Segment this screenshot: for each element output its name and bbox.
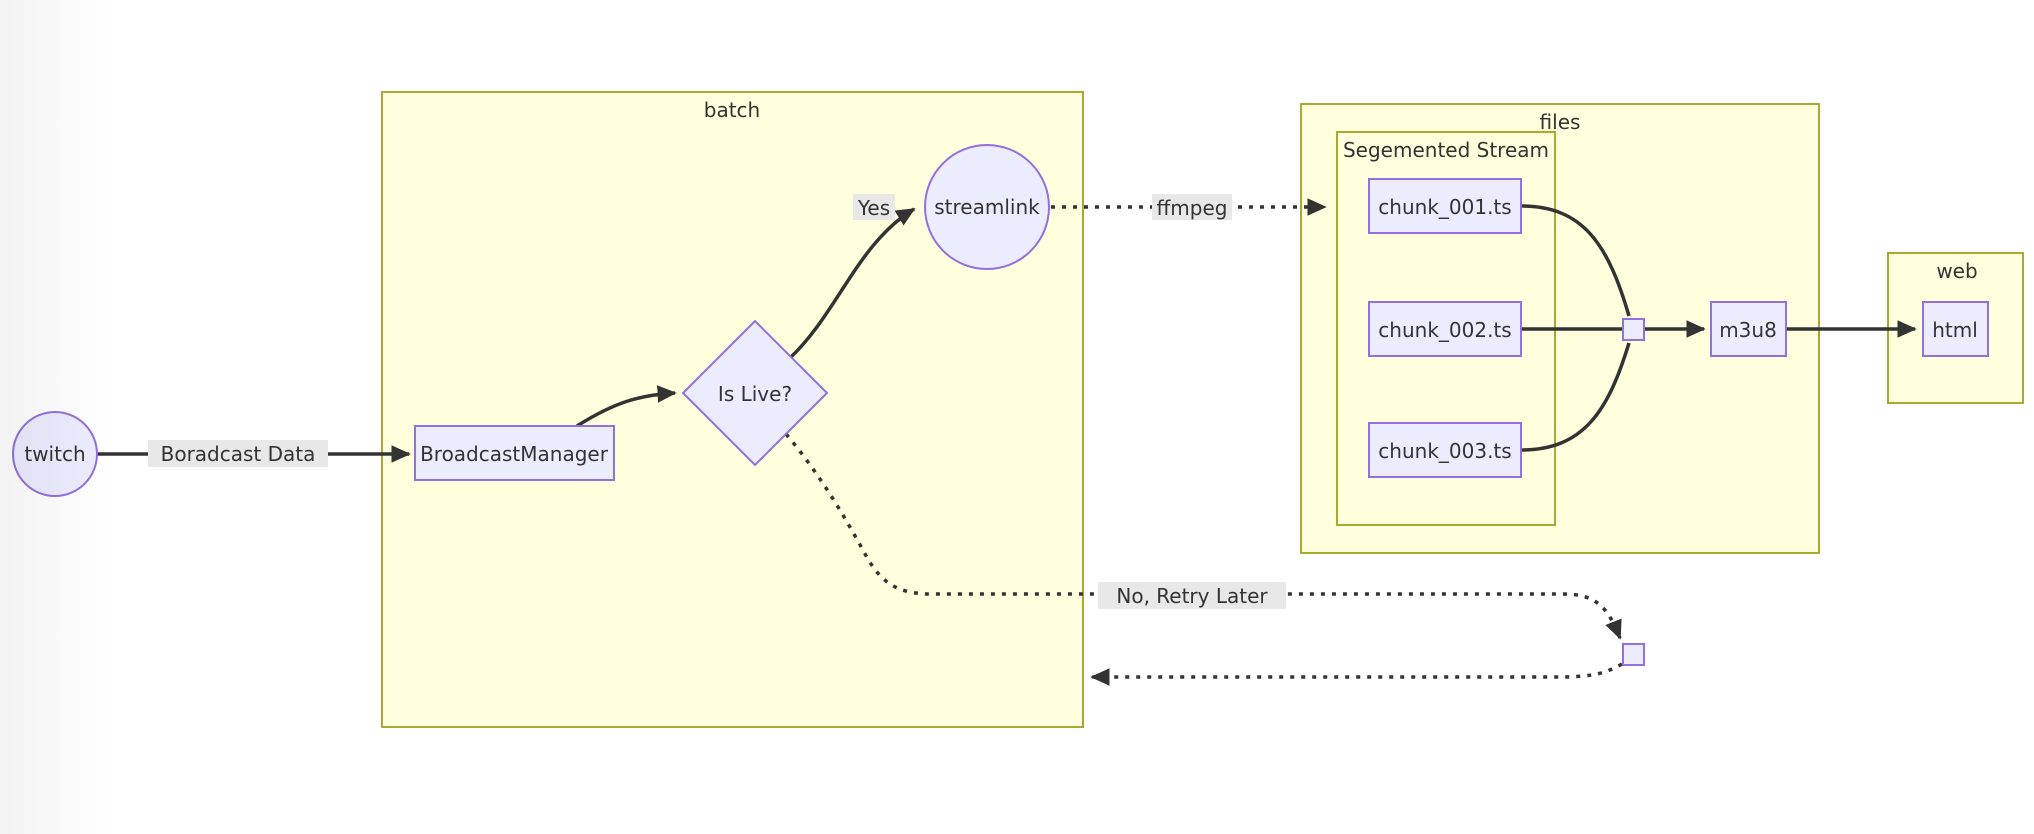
node-m3u8-shape: [1710, 301, 1787, 357]
node-junction-2-shape: [1622, 643, 1645, 666]
edge-junction2-to-batch: [1090, 662, 1623, 686]
cluster-web-label: web: [1936, 259, 1977, 283]
node-streamlink-label: streamlink: [934, 195, 1040, 219]
node-chunk-001-shape: [1368, 178, 1522, 234]
edge-label-ffmpeg-bg: [1152, 194, 1232, 220]
node-streamlink: streamlink: [924, 144, 1050, 270]
edge-islive-to-streamlink: [789, 207, 916, 359]
node-broadcast-manager-shape: [414, 425, 615, 481]
node-html-label: html: [1932, 318, 1978, 342]
edge-label-no-retry-later: No, Retry Later: [1098, 582, 1286, 609]
edge-label-yes-bg: [853, 194, 895, 220]
node-is-live-shape: [681, 319, 829, 467]
node-chunk-002-shape: [1368, 301, 1522, 357]
node-html: html: [1922, 301, 1989, 357]
node-broadcast-manager-label: BroadcastManager: [420, 442, 609, 466]
edge-label-no-retry-later-text: No, Retry Later: [1116, 584, 1268, 608]
node-m3u8: m3u8: [1710, 301, 1787, 357]
edge-label-no-retry-later-bg: [1098, 582, 1286, 609]
node-junction-1: [1622, 318, 1645, 341]
node-chunk-001-label: chunk_001.ts: [1378, 195, 1511, 219]
edge-label-yes-text: Yes: [857, 196, 890, 220]
node-streamlink-shape: [924, 144, 1050, 270]
node-chunk-003: chunk_003.ts: [1368, 422, 1522, 478]
node-chunk-002: chunk_002.ts: [1368, 301, 1522, 357]
node-twitch: twitch: [12, 411, 98, 497]
edge-label-ffmpeg: ffmpeg: [1152, 194, 1232, 220]
node-junction-1-shape: [1622, 318, 1645, 341]
edge-label-yes: Yes: [853, 194, 895, 220]
node-html-shape: [1922, 301, 1989, 357]
cluster-batch-label: batch: [704, 98, 760, 122]
node-m3u8-label: m3u8: [1719, 318, 1777, 342]
edge-broadcastmanager-to-islive: [576, 385, 677, 428]
node-chunk-003-shape: [1368, 422, 1522, 478]
node-twitch-label: twitch: [24, 442, 85, 466]
node-junction-2: [1622, 643, 1645, 666]
edge-chunk003-to-junction1: [1520, 342, 1631, 452]
node-chunk-001: chunk_001.ts: [1368, 178, 1522, 234]
cluster-segmented-stream-label: Segemented Stream: [1343, 138, 1549, 162]
node-is-live: Is Live?: [681, 319, 829, 467]
node-twitch-shape: [12, 411, 98, 497]
node-broadcast-manager: BroadcastManager: [414, 425, 615, 481]
cluster-files-label: files: [1540, 110, 1581, 134]
edge-label-broadcast-data-text: Boradcast Data: [161, 442, 316, 466]
edge-label-ffmpeg-text: ffmpeg: [1157, 196, 1228, 220]
node-chunk-002-label: chunk_002.ts: [1378, 318, 1511, 342]
node-chunk-003-label: chunk_003.ts: [1378, 439, 1511, 463]
edge-label-broadcast-data-bg: [148, 440, 328, 467]
edge-label-broadcast-data: Boradcast Data: [148, 440, 328, 467]
edge-islive-to-junction2: [784, 432, 1622, 640]
node-is-live-label: Is Live?: [718, 382, 792, 406]
edge-chunk001-to-junction1: [1520, 204, 1631, 317]
